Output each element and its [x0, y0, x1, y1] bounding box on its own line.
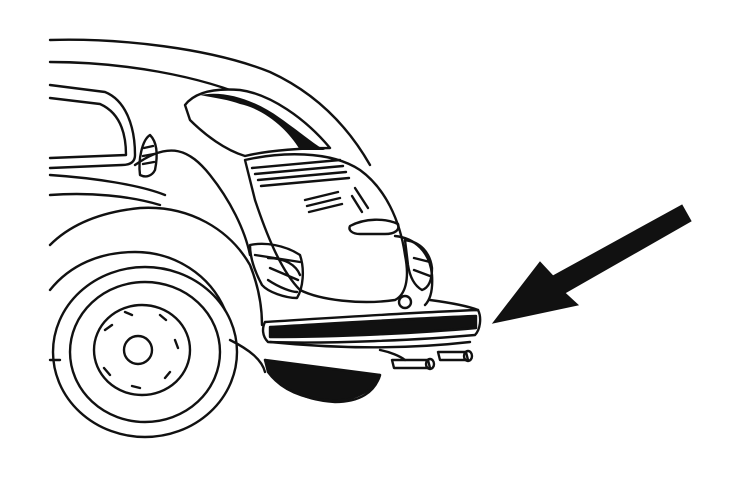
wheel — [51, 265, 239, 439]
tail-light-left — [248, 242, 305, 300]
lid-handle — [348, 218, 400, 236]
side-vent — [138, 133, 158, 178]
rear-fender — [48, 206, 264, 327]
side-window — [48, 83, 137, 170]
roof-outline — [48, 38, 372, 167]
arrow-icon — [491, 204, 692, 324]
tail-light-right — [403, 238, 434, 292]
exhaust-pipes — [390, 358, 432, 370]
